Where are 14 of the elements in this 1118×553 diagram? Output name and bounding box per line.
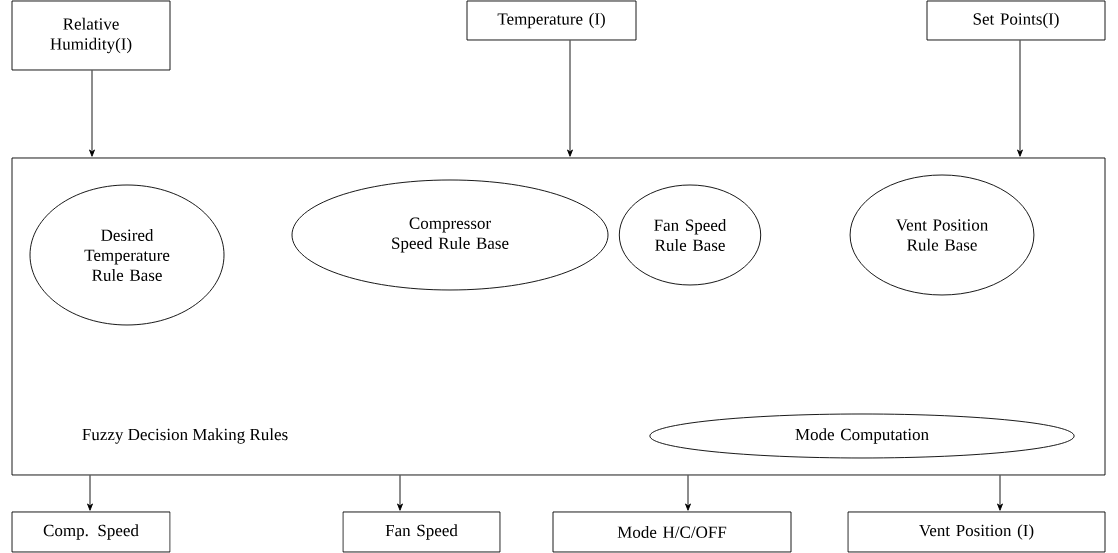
output-box: Comp. Speed [11,511,171,553]
arrow [685,475,691,511]
output-box: Fan Speed [342,511,501,553]
input-box: Set Points(I) [926,0,1106,41]
arrow [997,475,1003,511]
arrow [397,475,403,511]
output-box: Vent Position (I) [847,511,1106,553]
arrow [87,475,93,511]
arrow [567,40,573,157]
input-box: Relative Humidity(I) [11,0,171,71]
input-box: Temperature (I) [466,0,637,41]
output-box: Mode H/C/OFF [552,511,792,553]
arrow [1017,40,1023,157]
arrow [89,70,95,157]
